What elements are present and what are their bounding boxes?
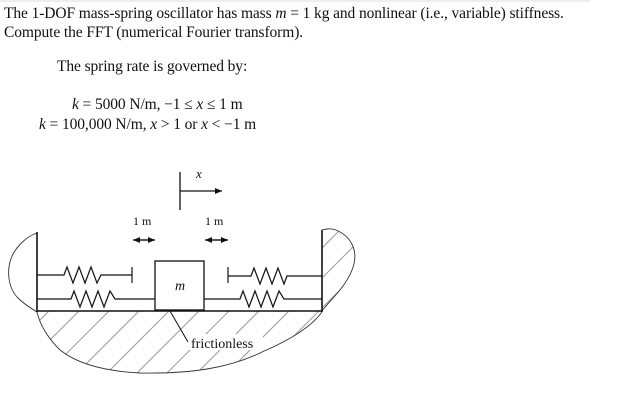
right-wall-outline <box>321 228 356 312</box>
x-variable: x <box>196 96 204 113</box>
text-segment: = 1 kg and nonlinear (i.e., variable) st… <box>286 5 564 22</box>
right-upper-spring <box>228 266 322 286</box>
problem-statement-line-2: Compute the FFT (numerical Fourier trans… <box>4 24 304 41</box>
top-border <box>0 0 590 2</box>
text-segment: The 1-DOF mass-spring oscillator has mas… <box>4 5 276 22</box>
left-lower-spring <box>37 289 155 309</box>
eq-text: > 1 or <box>157 116 202 133</box>
problem-statement-line-1: The 1-DOF mass-spring oscillator has mas… <box>4 5 564 23</box>
k-variable: k <box>39 116 46 133</box>
eq-text: ≤ 1 m <box>203 96 243 113</box>
mass-label: m <box>175 279 185 294</box>
mass-variable: m <box>275 5 287 22</box>
displacement-label: x <box>195 166 202 181</box>
eq-text: = 5000 N/m, −1 ≤ <box>78 96 197 113</box>
frictionless-leader <box>169 310 189 343</box>
left-wall-outline <box>8 232 38 313</box>
ground-outline <box>36 311 323 374</box>
equation-stiff-region: k = 100,000 N/m, x > 1 or x < −1 m <box>39 116 256 134</box>
right-lower-spring <box>204 289 322 309</box>
gap-right-label: 1 m <box>205 214 224 228</box>
x-variable: x <box>150 116 158 133</box>
x-variable: x <box>201 116 208 133</box>
label-background <box>189 334 263 350</box>
equation-soft-region: k = 5000 N/m, −1 ≤ x ≤ 1 m <box>72 96 243 114</box>
mass-block <box>154 260 205 311</box>
eq-text: < −1 m <box>207 116 257 133</box>
k-variable: k <box>72 96 79 113</box>
left-upper-spring <box>37 265 132 285</box>
eq-text: = 100,000 N/m, <box>45 116 151 133</box>
frictionless-label: frictionless <box>191 337 253 352</box>
gap-left-label: 1 m <box>133 214 152 228</box>
spring-rate-intro: The spring rate is governed by: <box>57 58 248 75</box>
